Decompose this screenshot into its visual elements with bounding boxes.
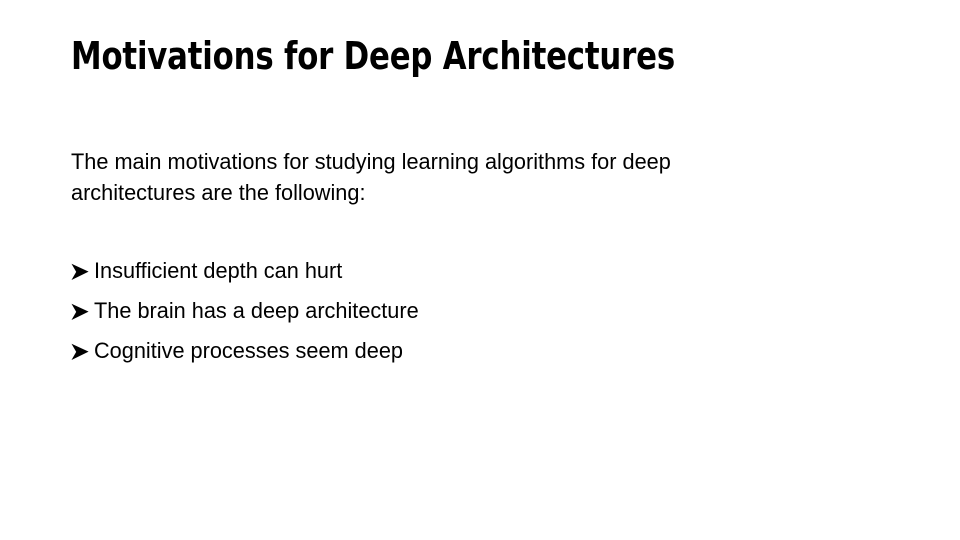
list-item-label: Insufficient depth can hurt bbox=[94, 258, 343, 283]
list-item: Cognitive processes seem deep bbox=[68, 337, 828, 377]
list-item-label: The brain has a deep architecture bbox=[94, 298, 419, 323]
body-paragraph: The main motivations for studying learni… bbox=[71, 149, 671, 205]
arrowhead-bullet-icon bbox=[68, 297, 94, 325]
arrowhead-bullet-icon bbox=[68, 337, 94, 365]
arrowhead-bullet-icon bbox=[68, 257, 94, 285]
list-item: The brain has a deep architecture bbox=[68, 297, 828, 337]
bullet-list: Insufficient depth can hurt The brain ha… bbox=[68, 257, 828, 377]
page-title: Motivations for Deep Architectures bbox=[71, 34, 675, 78]
list-item-label: Cognitive processes seem deep bbox=[94, 338, 403, 363]
list-item: Insufficient depth can hurt bbox=[68, 257, 828, 297]
